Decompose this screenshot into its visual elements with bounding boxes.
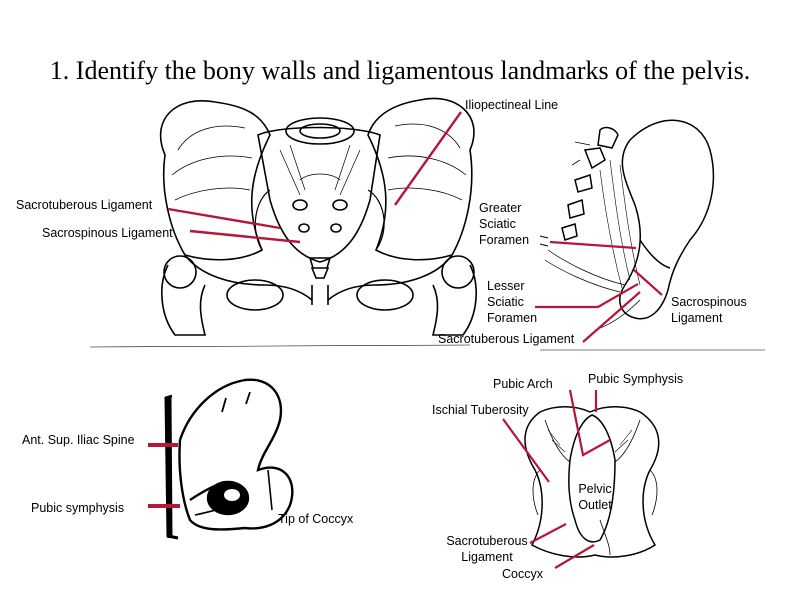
pelvis-lateral-illustration: [539, 119, 765, 351]
pointer-lines-anterior: [167, 111, 462, 244]
label-sacrotuberous-ligament-front: Sacrotuberous Ligament: [16, 198, 153, 212]
label-pubic-symphysis-outlet: Pubic Symphysis: [588, 372, 684, 386]
pointer-pubic-arch: [568, 389, 611, 457]
label-pelvic-outlet-line-1: Pelvic: [578, 482, 612, 496]
pointer-sacrotuberous-side: [582, 291, 641, 343]
label-sacrotuberous-ligament-outlet: Sacrotuberous Ligament: [440, 533, 534, 565]
label-sacrotuberous-ligament-side: Sacrotuberous Ligament: [438, 332, 575, 346]
pointer-sacrotuberous-front: [167, 207, 281, 230]
label-tip-of-coccyx: Tip of Coccyx: [278, 512, 354, 526]
pointer-ischial-tuberosity: [502, 418, 550, 483]
label-pubic-symphysis-lower: Pubic symphysis: [31, 501, 125, 515]
label-pelvic-outlet: Pelvic Outlet: [570, 481, 620, 513]
label-ischial-tuberosity: Ischial Tuberosity: [432, 403, 529, 417]
pointer-lines-lateral: [535, 240, 663, 343]
pointer-lines-outlet: [502, 389, 611, 569]
pointer-sacrospinous-front: [189, 229, 301, 244]
label-lesser-line-3: Foramen: [487, 311, 538, 325]
page-title: 1. Identify the bony walls and ligamento…: [49, 56, 751, 85]
label-greater-line-1: Greater: [479, 201, 522, 215]
label-pubic-arch: Pubic Arch: [493, 377, 553, 391]
pointer-coccyx: [554, 544, 595, 569]
label-lesser-sciatic-foramen: Lesser Sciatic Foramen: [487, 278, 537, 326]
label-greater-line-3: Foramen: [479, 233, 530, 247]
label-sacrospinous-side-line-1: Sacrospinous: [671, 295, 747, 309]
pointer-lesser-sciatic-foramen: [535, 283, 639, 309]
label-coccyx: Coccyx: [502, 567, 543, 581]
label-iliopectineal-line: Iliopectineal Line: [465, 98, 559, 112]
label-greater-line-2: Sciatic: [479, 217, 516, 231]
pointer-sacrospinous-side: [633, 269, 663, 296]
pointer-lines-outline: [148, 443, 180, 508]
pointer-iliopectineal-line: [394, 111, 462, 206]
label-sacrospinous-side-line-2: Ligament: [671, 311, 723, 325]
label-ant-sup-iliac-spine: Ant. Sup. Iliac Spine: [22, 433, 135, 447]
label-sacrotuberous-outlet-line-2: Ligament: [461, 550, 513, 564]
label-lesser-line-1: Lesser: [487, 279, 525, 293]
label-pelvic-outlet-line-2: Outlet: [578, 498, 612, 512]
pointer-sacrotuberous-outlet: [529, 523, 567, 544]
pelvis-outline-illustration: [164, 378, 294, 540]
pelvis-anterior-illustration: [89, 97, 477, 348]
label-sacrotuberous-outlet-line-1: Sacrotuberous: [446, 534, 528, 548]
label-lesser-line-2: Sciatic: [487, 295, 524, 309]
pelvic-outlet-illustration: [524, 406, 660, 558]
pointer-greater-sciatic-foramen: [549, 240, 637, 250]
label-sacrospinous-ligament-side: Sacrospinous Ligament: [671, 294, 747, 326]
label-sacrospinous-ligament-front: Sacrospinous Ligament: [42, 226, 173, 240]
label-greater-sciatic-foramen: Greater Sciatic Foramen: [479, 200, 529, 248]
